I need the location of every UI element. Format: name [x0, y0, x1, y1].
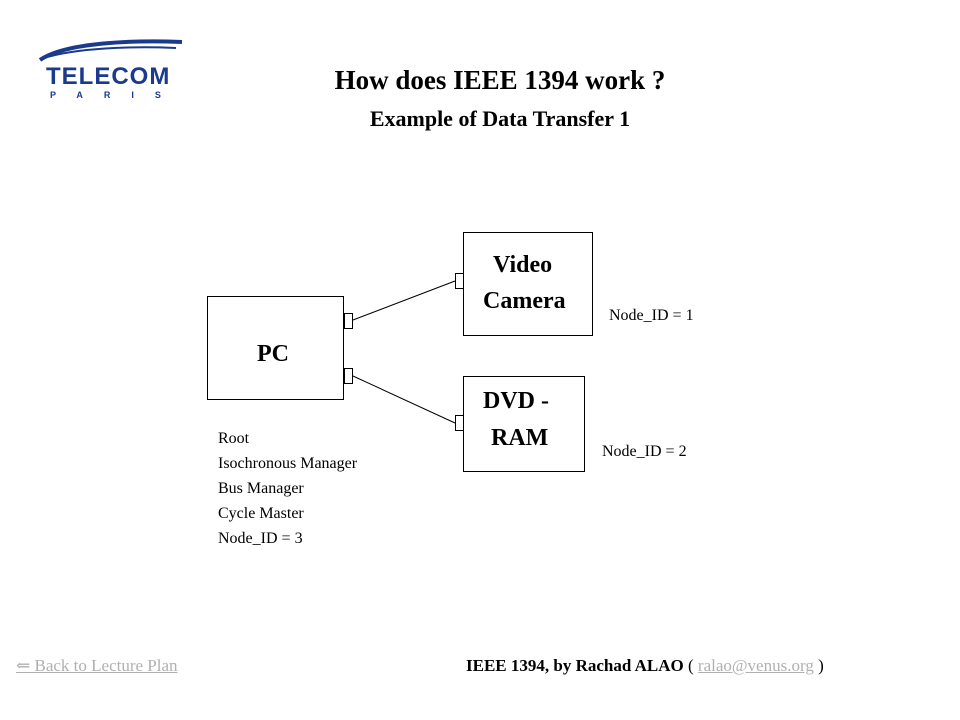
credit-text: IEEE 1394, by Rachad ALAO [466, 656, 684, 675]
dvd-label-line2: RAM [491, 425, 549, 451]
email-link[interactable]: ralao@venus.org [697, 656, 814, 675]
cable-pc-camera [352, 280, 456, 321]
slide-subtitle: Example of Data Transfer 1 [369, 106, 631, 131]
pc-role: Cycle Master [218, 505, 304, 522]
camera-label-line1: Video [493, 252, 553, 278]
dvd-label-line1: DVD - [483, 388, 549, 414]
pc-role: Node_ID = 3 [218, 530, 303, 547]
cable-pc-dvd [352, 375, 456, 424]
pc-role: Bus Manager [218, 480, 304, 497]
logo-word: TELECOM [46, 63, 170, 90]
back-to-lecture-plan-link[interactable]: ⇐ Back to Lecture Plan [16, 656, 178, 675]
pc-port-1 [344, 313, 353, 329]
telecom-paris-logo: TELECOM PARIS [36, 38, 186, 100]
pc-label: PC [257, 341, 289, 367]
dvd-node-id: Node_ID = 2 [602, 443, 687, 460]
pc-port-2 [344, 368, 353, 384]
pc-role: Isochronous Manager [218, 455, 358, 472]
pc-node-box [207, 296, 344, 400]
camera-node-box [463, 232, 593, 336]
camera-port [455, 273, 464, 289]
camera-node-id: Node_ID = 1 [609, 307, 694, 324]
footer-credit: IEEE 1394, by Rachad ALAO ( ralao@venus.… [466, 656, 824, 676]
slide-title: How does IEEE 1394 work ? [334, 65, 666, 95]
logo-sub: PARIS [50, 90, 182, 100]
dvd-node-box [463, 376, 585, 472]
dvd-port [455, 415, 464, 431]
paren-open: ( [688, 656, 694, 675]
pc-role: Root [218, 430, 250, 447]
camera-label-line2: Camera [483, 288, 566, 314]
pc-roles-list: Root Isochronous Manager Bus Manager Cyc… [218, 426, 357, 551]
paren-close: ) [818, 656, 824, 675]
